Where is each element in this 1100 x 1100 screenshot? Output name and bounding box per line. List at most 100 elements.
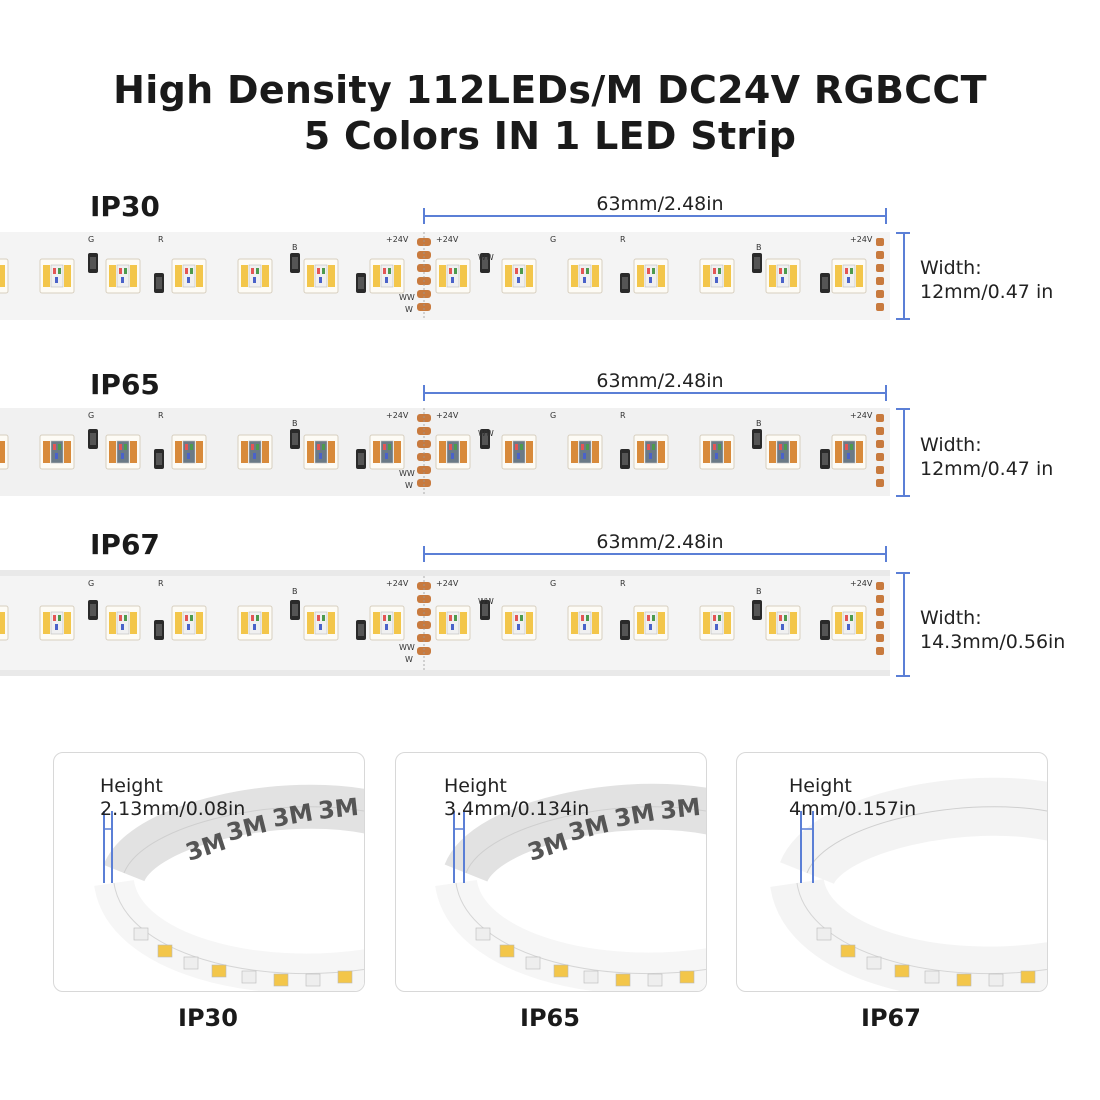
led-core (446, 611, 460, 635)
led-blue-die (847, 277, 850, 283)
led-warm-segment (439, 265, 446, 287)
led-warm-segment (835, 265, 842, 287)
led-core (512, 611, 526, 635)
led-blue-die (517, 277, 520, 283)
resistor-label (482, 604, 488, 616)
width-value: 12mm/0.47 in (920, 458, 1054, 480)
width-dimension-tick (896, 495, 910, 497)
pcb-mark-ww: WW (478, 597, 494, 606)
pcb-mark-ww: WW (478, 253, 494, 262)
width-label: Width: (920, 257, 982, 279)
copper-pad (876, 582, 884, 590)
led-red-die (713, 268, 716, 274)
width-text-ip67: Width: 14.3mm/0.56in (920, 606, 1065, 654)
height-text: Height 4mm/0.157in (789, 775, 916, 821)
led-red-die (515, 268, 518, 274)
coil-led (183, 956, 199, 970)
led-green-die (58, 615, 61, 621)
led-red-die (845, 444, 848, 450)
led-core (644, 440, 658, 464)
tape-logo: 3M (659, 793, 702, 825)
led-core (644, 264, 658, 288)
led-warm-segment (592, 265, 599, 287)
copper-pad (876, 440, 884, 448)
led-blue-die (187, 277, 190, 283)
width-dimension-line (903, 572, 905, 676)
width-text-ip30: Width: 12mm/0.47 in (920, 256, 1053, 304)
pcb-mark-voltage: +24V (386, 579, 409, 588)
led-blue-die (187, 453, 190, 459)
page-title-line2: 5 Colors IN 1 LED Strip (303, 114, 797, 158)
led-core (512, 264, 526, 288)
copper-pad (876, 414, 884, 422)
led-warm-segment (0, 441, 5, 463)
led-green-die (652, 444, 655, 450)
led-blue-die (583, 624, 586, 630)
copper-pad (876, 303, 884, 311)
led-core (842, 264, 856, 288)
led-warm-segment (592, 441, 599, 463)
coil-led (241, 970, 257, 984)
led-band-edge (796, 882, 1047, 975)
led-warm-segment (658, 612, 665, 634)
coil-led (583, 970, 599, 984)
led-red-die (317, 444, 320, 450)
led-warm-segment (241, 265, 248, 287)
length-dimension-ip65: 63mm/2.48in (596, 370, 724, 392)
led-blue-die (715, 277, 718, 283)
copper-pad (417, 595, 431, 603)
led-red-die (713, 615, 716, 621)
led-core (710, 440, 724, 464)
length-dimension-tick (885, 208, 887, 224)
led-warm-segment (64, 612, 71, 634)
coil-led (1020, 970, 1036, 984)
led-band (94, 878, 364, 991)
strip-label-ip67: IP67 (90, 528, 160, 561)
width-dimension-tick (896, 572, 910, 574)
pcb-mark-g: G (88, 579, 94, 588)
led-warm-segment (460, 612, 467, 634)
height-card-ip67: Height 4mm/0.157in (736, 752, 1048, 992)
led-red-die (119, 444, 122, 450)
led-warm-segment (394, 612, 401, 634)
led-green-die (520, 444, 523, 450)
led-green-die (454, 615, 457, 621)
copper-pad (876, 479, 884, 487)
led-warm-segment (175, 612, 182, 634)
led-red-die (515, 444, 518, 450)
led-core (248, 440, 262, 464)
length-dimension-tick (885, 546, 887, 562)
led-warm-segment (109, 265, 116, 287)
led-core (776, 264, 790, 288)
led-core (776, 611, 790, 635)
pcb-mark-b: B (292, 419, 298, 428)
led-green-die (190, 268, 193, 274)
led-warm-segment (658, 265, 665, 287)
led-core (710, 611, 724, 635)
led-warm-segment (571, 265, 578, 287)
resistor-label (754, 433, 760, 445)
led-warm-segment (130, 441, 137, 463)
led-green-die (586, 444, 589, 450)
led-blue-die (715, 624, 718, 630)
led-core (842, 611, 856, 635)
led-core (248, 611, 262, 635)
led-core (314, 440, 328, 464)
led-warm-segment (835, 612, 842, 634)
led-blue-die (451, 453, 454, 459)
copper-pad (876, 621, 884, 629)
copper-pad (417, 251, 431, 259)
pcb-mark-r: R (620, 411, 626, 420)
led-warm-segment (43, 612, 50, 634)
led-warm-segment (856, 265, 863, 287)
led-warm-segment (526, 441, 533, 463)
led-core (248, 264, 262, 288)
led-green-die (784, 444, 787, 450)
led-core (578, 264, 592, 288)
led-red-die (251, 444, 254, 450)
